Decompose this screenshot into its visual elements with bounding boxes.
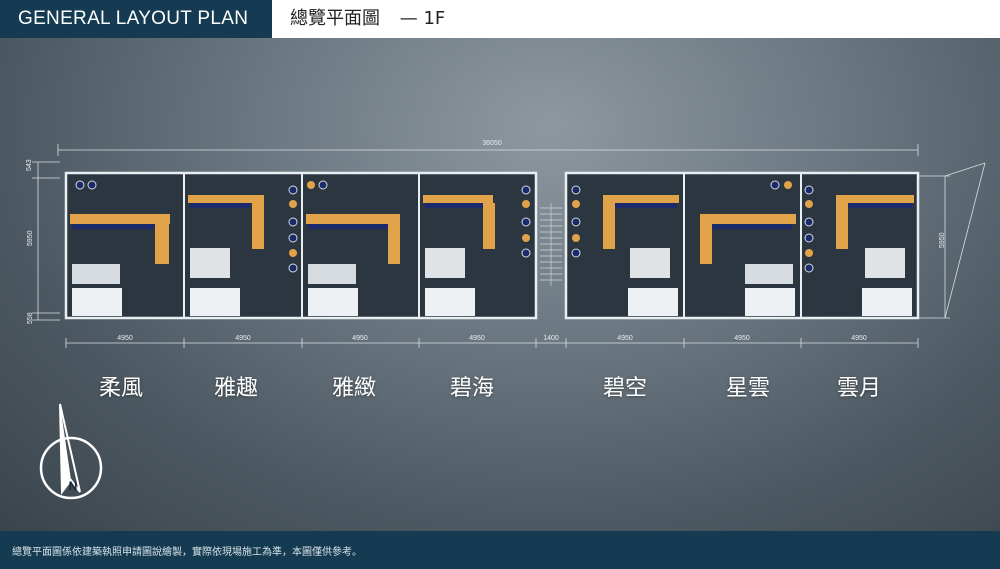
dim-unit-2: 4950 [235,335,251,342]
dim-unit-5: 4950 [617,335,633,342]
title-zh: 總覽平面圖 [290,8,380,29]
dim-depth-left: 5950 [27,230,34,246]
stair [540,203,562,286]
dim-total: 36050 [482,140,502,147]
compass-label: N [69,479,78,493]
dimension-top [57,144,919,156]
unit-label-3: 雅緻 [332,376,377,401]
dim-stair: 1400 [543,335,559,342]
unit-label-7: 雲月 [837,376,882,401]
title-en: GENERAL LAYOUT PLAN [0,0,272,38]
north-arrow-icon: N [39,403,103,500]
dimension-bottom-labels: 4950 4950 4950 4950 1400 4950 4950 4950 [117,335,867,342]
unit-interiors [70,180,914,316]
dim-unit-6: 4950 [734,335,750,342]
title-zh-group: 總覽平面圖 — 1F [290,0,459,38]
dimension-bottom [65,338,919,348]
dim-bottom-offset: 558 [27,312,34,324]
unit-label-5: 碧空 [603,376,648,401]
unit-dividers [183,173,802,318]
dimension-right [918,162,986,319]
dim-unit-4: 4950 [469,335,485,342]
dim-unit-7: 4950 [851,335,867,342]
dim-unit-1: 4950 [117,335,133,342]
header: GENERAL LAYOUT PLAN 總覽平面圖 — 1F [0,0,1000,38]
unit-label-2: 雅趣 [214,376,259,401]
dim-depth-right: 5950 [939,232,946,248]
floor-label: — 1F [399,8,446,29]
dim-unit-3: 4950 [352,335,368,342]
dimension-left [32,161,60,321]
dim-top-offset: 543 [26,159,33,171]
floor-plan: 36050 543 5950 558 5950 [26,140,986,348]
footer: 總覽平面圖係依建築執照申請圖說繪製，實際依現場施工為準，本圖僅供參考。 [0,531,1000,569]
footer-note: 總覽平面圖係依建築執照申請圖說繪製，實際依現場施工為準，本圖僅供參考。 [12,547,362,558]
unit-label-1: 柔風 [99,376,144,401]
unit-label-4: 碧海 [450,376,495,401]
unit-label-6: 星雲 [726,376,771,401]
